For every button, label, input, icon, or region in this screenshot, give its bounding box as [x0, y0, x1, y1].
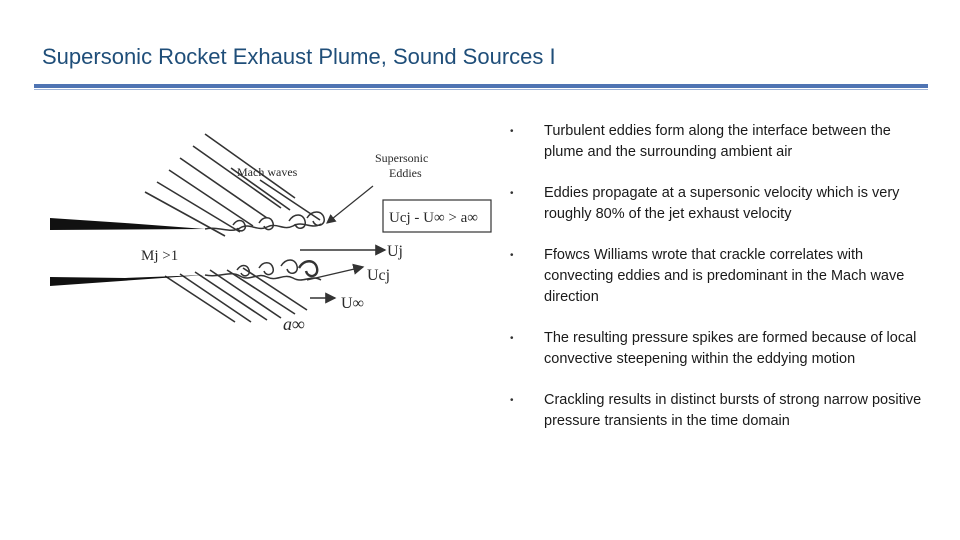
condition-box [382, 199, 492, 233]
bullet-text: Eddies propagate at a supersonic velocit… [544, 185, 900, 222]
bullet-text: Turbulent eddies form along the interfac… [544, 123, 891, 160]
bullet-marker: • [510, 188, 514, 199]
upper-nozzle-lip [50, 218, 205, 230]
bullet-item: • Ffowcs Williams wrote that crackle corr… [510, 245, 930, 308]
ucj-arrow [306, 263, 365, 281]
label-mach-waves: Mach waves [237, 165, 298, 179]
upper-mach-waves [144, 133, 321, 237]
bullet-text: The resulting pressure spikes are formed… [544, 330, 917, 367]
label-supersonic: Supersonic [375, 151, 428, 165]
bullet-marker: • [510, 126, 514, 137]
label-ucj: Ucj [367, 267, 390, 284]
slide-title: Supersonic Rocket Exhaust Plume, Sound S… [42, 44, 556, 69]
bullet-item: • Turbulent eddies form along the interfa… [510, 121, 930, 163]
upper-shear-eddies [204, 211, 325, 232]
bullet-marker: • [510, 333, 514, 344]
bullet-marker: • [510, 395, 514, 406]
label-uinf: U∞ [341, 295, 364, 312]
bullet-item: • Eddies propagate at a supersonic veloci… [510, 183, 930, 225]
label-ainf: a∞ [283, 314, 305, 334]
eddies-pointer-arrow [326, 185, 374, 224]
title-underline-thin [34, 89, 928, 90]
bullet-item: • Crackling results in distinct bursts of… [510, 390, 930, 432]
bullet-marker: • [510, 250, 514, 261]
plume-diagram: Mach waves Supersonic Eddies Ucj - U∞ > … [50, 133, 492, 334]
lower-shear-eddies [204, 259, 322, 281]
label-uj: Uj [387, 243, 403, 260]
lower-nozzle-lip [50, 275, 205, 286]
lower-mach-waves [164, 267, 308, 323]
bullet-text: Crackling results in distinct bursts of … [544, 392, 922, 429]
label-eddies: Eddies [389, 166, 422, 180]
label-condition: Ucj - U∞ > a∞ [389, 210, 478, 226]
bullet-item: • The resulting pressure spikes are forme… [510, 328, 930, 370]
bullet-list: • Turbulent eddies form along the interfa… [510, 121, 930, 452]
title-underline [34, 84, 928, 88]
bullet-text: Ffowcs Williams wrote that crackle corre… [544, 247, 905, 305]
label-mj: Mj >1 [141, 248, 178, 264]
